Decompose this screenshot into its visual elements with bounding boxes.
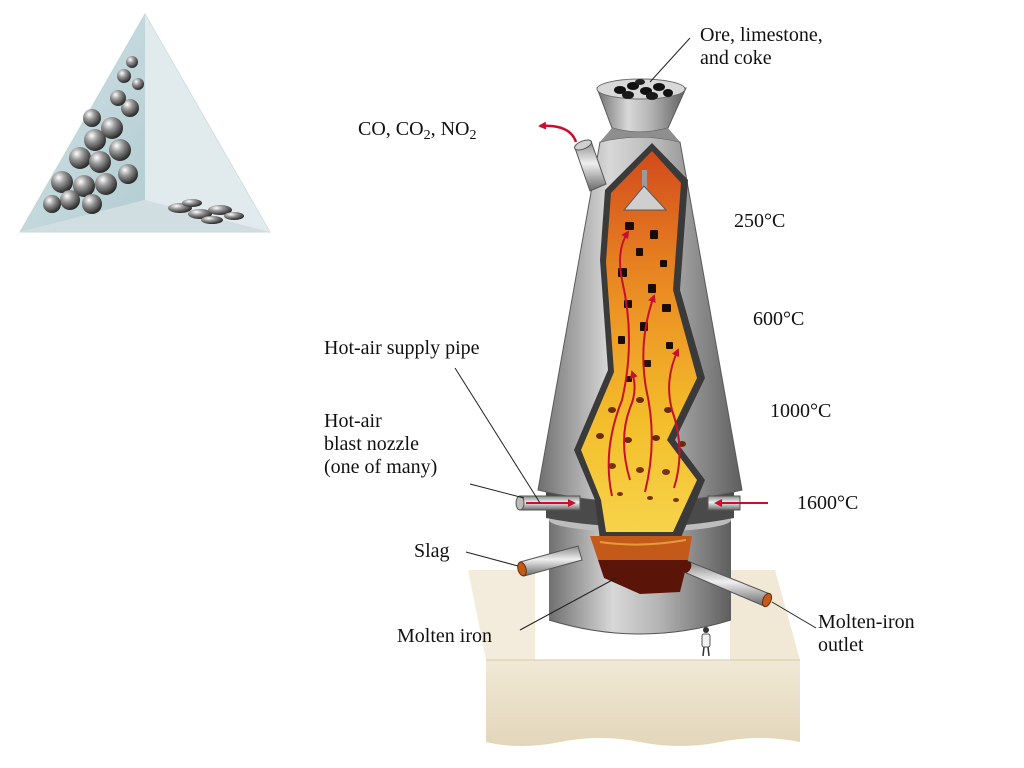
leader-hot-air-pipe bbox=[454, 367, 541, 504]
left-blast-nozzle bbox=[515, 495, 581, 511]
label-ore-limestone-coke: Ore, limestone, and coke bbox=[700, 24, 823, 69]
right-blast-nozzle bbox=[707, 495, 768, 511]
leader-molten-iron bbox=[519, 577, 617, 631]
label-temp-1000: 1000°C bbox=[770, 400, 832, 422]
label-temp-600: 600°C bbox=[753, 308, 805, 330]
leader-ore bbox=[649, 37, 691, 83]
label-hot-air-supply-pipe: Hot-air supply pipe bbox=[324, 337, 480, 359]
leader-nozzle bbox=[469, 483, 525, 499]
slag-tap-pipe bbox=[517, 545, 583, 577]
person-scale-icon bbox=[701, 627, 711, 657]
leader-slag bbox=[465, 551, 519, 567]
label-exhaust-gases: CO, CO2, NO2 bbox=[358, 118, 477, 143]
exhaust-pipe bbox=[574, 139, 607, 192]
gas-flow-arrows bbox=[607, 230, 681, 497]
label-hot-air-blast-nozzle: Hot-air blast nozzle (one of many) bbox=[324, 410, 438, 478]
molten-pool bbox=[590, 536, 692, 594]
label-slag: Slag bbox=[414, 540, 450, 562]
exhaust-gas-arrow bbox=[538, 121, 578, 143]
hopper-charge bbox=[614, 79, 673, 100]
crystal-lattice-icon bbox=[19, 12, 271, 233]
leader-outlet bbox=[771, 601, 817, 629]
label-temp-1600: 1600°C bbox=[797, 492, 859, 514]
furnace-interior-cutaway bbox=[574, 143, 705, 540]
molten-iron-outlet-pipe bbox=[682, 561, 773, 608]
leader-lines bbox=[454, 37, 817, 631]
label-temp-250: 250°C bbox=[734, 210, 786, 232]
label-molten-iron-outlet: Molten-iron outlet bbox=[818, 611, 915, 656]
label-molten-iron: Molten iron bbox=[397, 625, 492, 647]
